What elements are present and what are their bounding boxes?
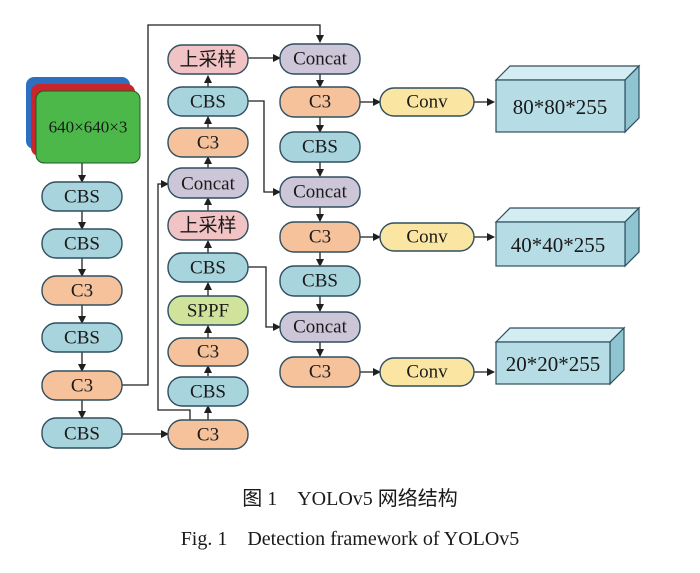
head-conv-2: Conv xyxy=(379,222,475,252)
middle-node-c3-2: C3 xyxy=(167,337,249,367)
svg-text:CBS: CBS xyxy=(64,234,100,255)
svg-text:CBS: CBS xyxy=(302,137,338,158)
figure-caption-chinese: 图 1 YOLOv5 网络结构 xyxy=(242,488,458,510)
svg-text:C3: C3 xyxy=(309,92,331,113)
right-node-c3-2: C3 xyxy=(279,221,361,253)
svg-text:C3: C3 xyxy=(197,425,219,446)
right-node-concat-1: Concat xyxy=(279,43,361,75)
svg-text:Conv: Conv xyxy=(406,362,448,383)
middle-node-c3-3: C3 xyxy=(167,419,249,450)
middle-node-concat: Concat xyxy=(167,167,249,199)
svg-text:Conv: Conv xyxy=(406,92,448,113)
svg-text:CBS: CBS xyxy=(190,382,226,403)
middle-node-cbs-3: CBS xyxy=(167,376,249,407)
edge-mid-cbs-to-concat2 xyxy=(248,100,281,196)
output-label-3: 20*20*255 xyxy=(506,352,601,376)
head-conv-1: Conv xyxy=(379,87,475,117)
input-size-label: 640×640×3 xyxy=(49,118,128,137)
right-node-c3-1: C3 xyxy=(279,86,361,118)
middle-node-upsample-1: 上采样 xyxy=(167,44,249,75)
svg-text:C3: C3 xyxy=(309,227,331,248)
svg-text:上采样: 上采样 xyxy=(179,215,236,237)
svg-text:Conv: Conv xyxy=(406,227,448,248)
backbone-node-4: CBS xyxy=(41,322,123,353)
svg-text:C3: C3 xyxy=(71,376,93,397)
svg-text:Concat: Concat xyxy=(293,182,348,203)
backbone-node-6: CBS xyxy=(41,417,123,449)
backbone-node-5: C3 xyxy=(41,370,123,401)
middle-node-cbs-2: CBS xyxy=(167,252,249,283)
output-box-3: 20*20*255 xyxy=(494,326,626,386)
svg-text:C3: C3 xyxy=(71,281,93,302)
backbone-node-3: C3 xyxy=(41,275,123,306)
output-box-2: 40*40*255 xyxy=(494,206,641,268)
right-node-c3-3: C3 xyxy=(279,356,361,388)
output-label-1: 80*80*255 xyxy=(513,95,608,119)
connection-arrows xyxy=(78,24,495,438)
input-layer-green xyxy=(35,90,141,164)
output-box-1: 80*80*255 xyxy=(494,64,641,134)
svg-text:C3: C3 xyxy=(197,342,219,363)
middle-node-c3-1: C3 xyxy=(167,127,249,158)
middle-node-cbs-1: CBS xyxy=(167,86,249,117)
middle-node-sppf: SPPF xyxy=(167,295,249,326)
figure-caption-english: Fig. 1 Detection framework of YOLOv5 xyxy=(180,528,520,550)
right-node-cbs-2: CBS xyxy=(279,265,361,297)
edge-c3-to-top-concat xyxy=(122,24,324,386)
svg-text:C3: C3 xyxy=(309,362,331,383)
middle-node-upsample-2: 上采样 xyxy=(167,210,249,241)
svg-text:CBS: CBS xyxy=(302,271,338,292)
right-node-cbs-1: CBS xyxy=(279,131,361,163)
output-label-2: 40*40*255 xyxy=(511,233,606,257)
svg-text:CBS: CBS xyxy=(64,328,100,349)
right-node-concat-3: Concat xyxy=(279,311,361,343)
backbone-node-2: CBS xyxy=(41,228,123,259)
input-image-stack: 640×640×3 xyxy=(26,77,141,164)
head-conv-3: Conv xyxy=(379,357,475,387)
svg-text:CBS: CBS xyxy=(64,424,100,445)
layer-nodes: CBS CBS C3 CBS C3 CBS 上采样 CBS C3 Concat … xyxy=(41,43,475,450)
svg-text:CBS: CBS xyxy=(190,258,226,279)
svg-text:Concat: Concat xyxy=(293,317,348,338)
svg-text:CBS: CBS xyxy=(190,92,226,113)
svg-text:Concat: Concat xyxy=(181,174,236,195)
svg-text:C3: C3 xyxy=(197,133,219,154)
yolov5-architecture-diagram: 640×640×3 CBS CBS C3 CBS C3 CBS 上采样 CBS … xyxy=(26,24,641,450)
edge-backbone-c3-to-mid-concat xyxy=(157,180,191,420)
svg-text:Concat: Concat xyxy=(293,49,348,70)
svg-text:SPPF: SPPF xyxy=(187,301,229,322)
right-node-concat-2: Concat xyxy=(279,176,361,208)
svg-text:上采样: 上采样 xyxy=(179,49,236,71)
edge-mid-cbs-to-concat3 xyxy=(248,266,281,331)
backbone-node-1: CBS xyxy=(41,181,123,212)
svg-text:CBS: CBS xyxy=(64,187,100,208)
